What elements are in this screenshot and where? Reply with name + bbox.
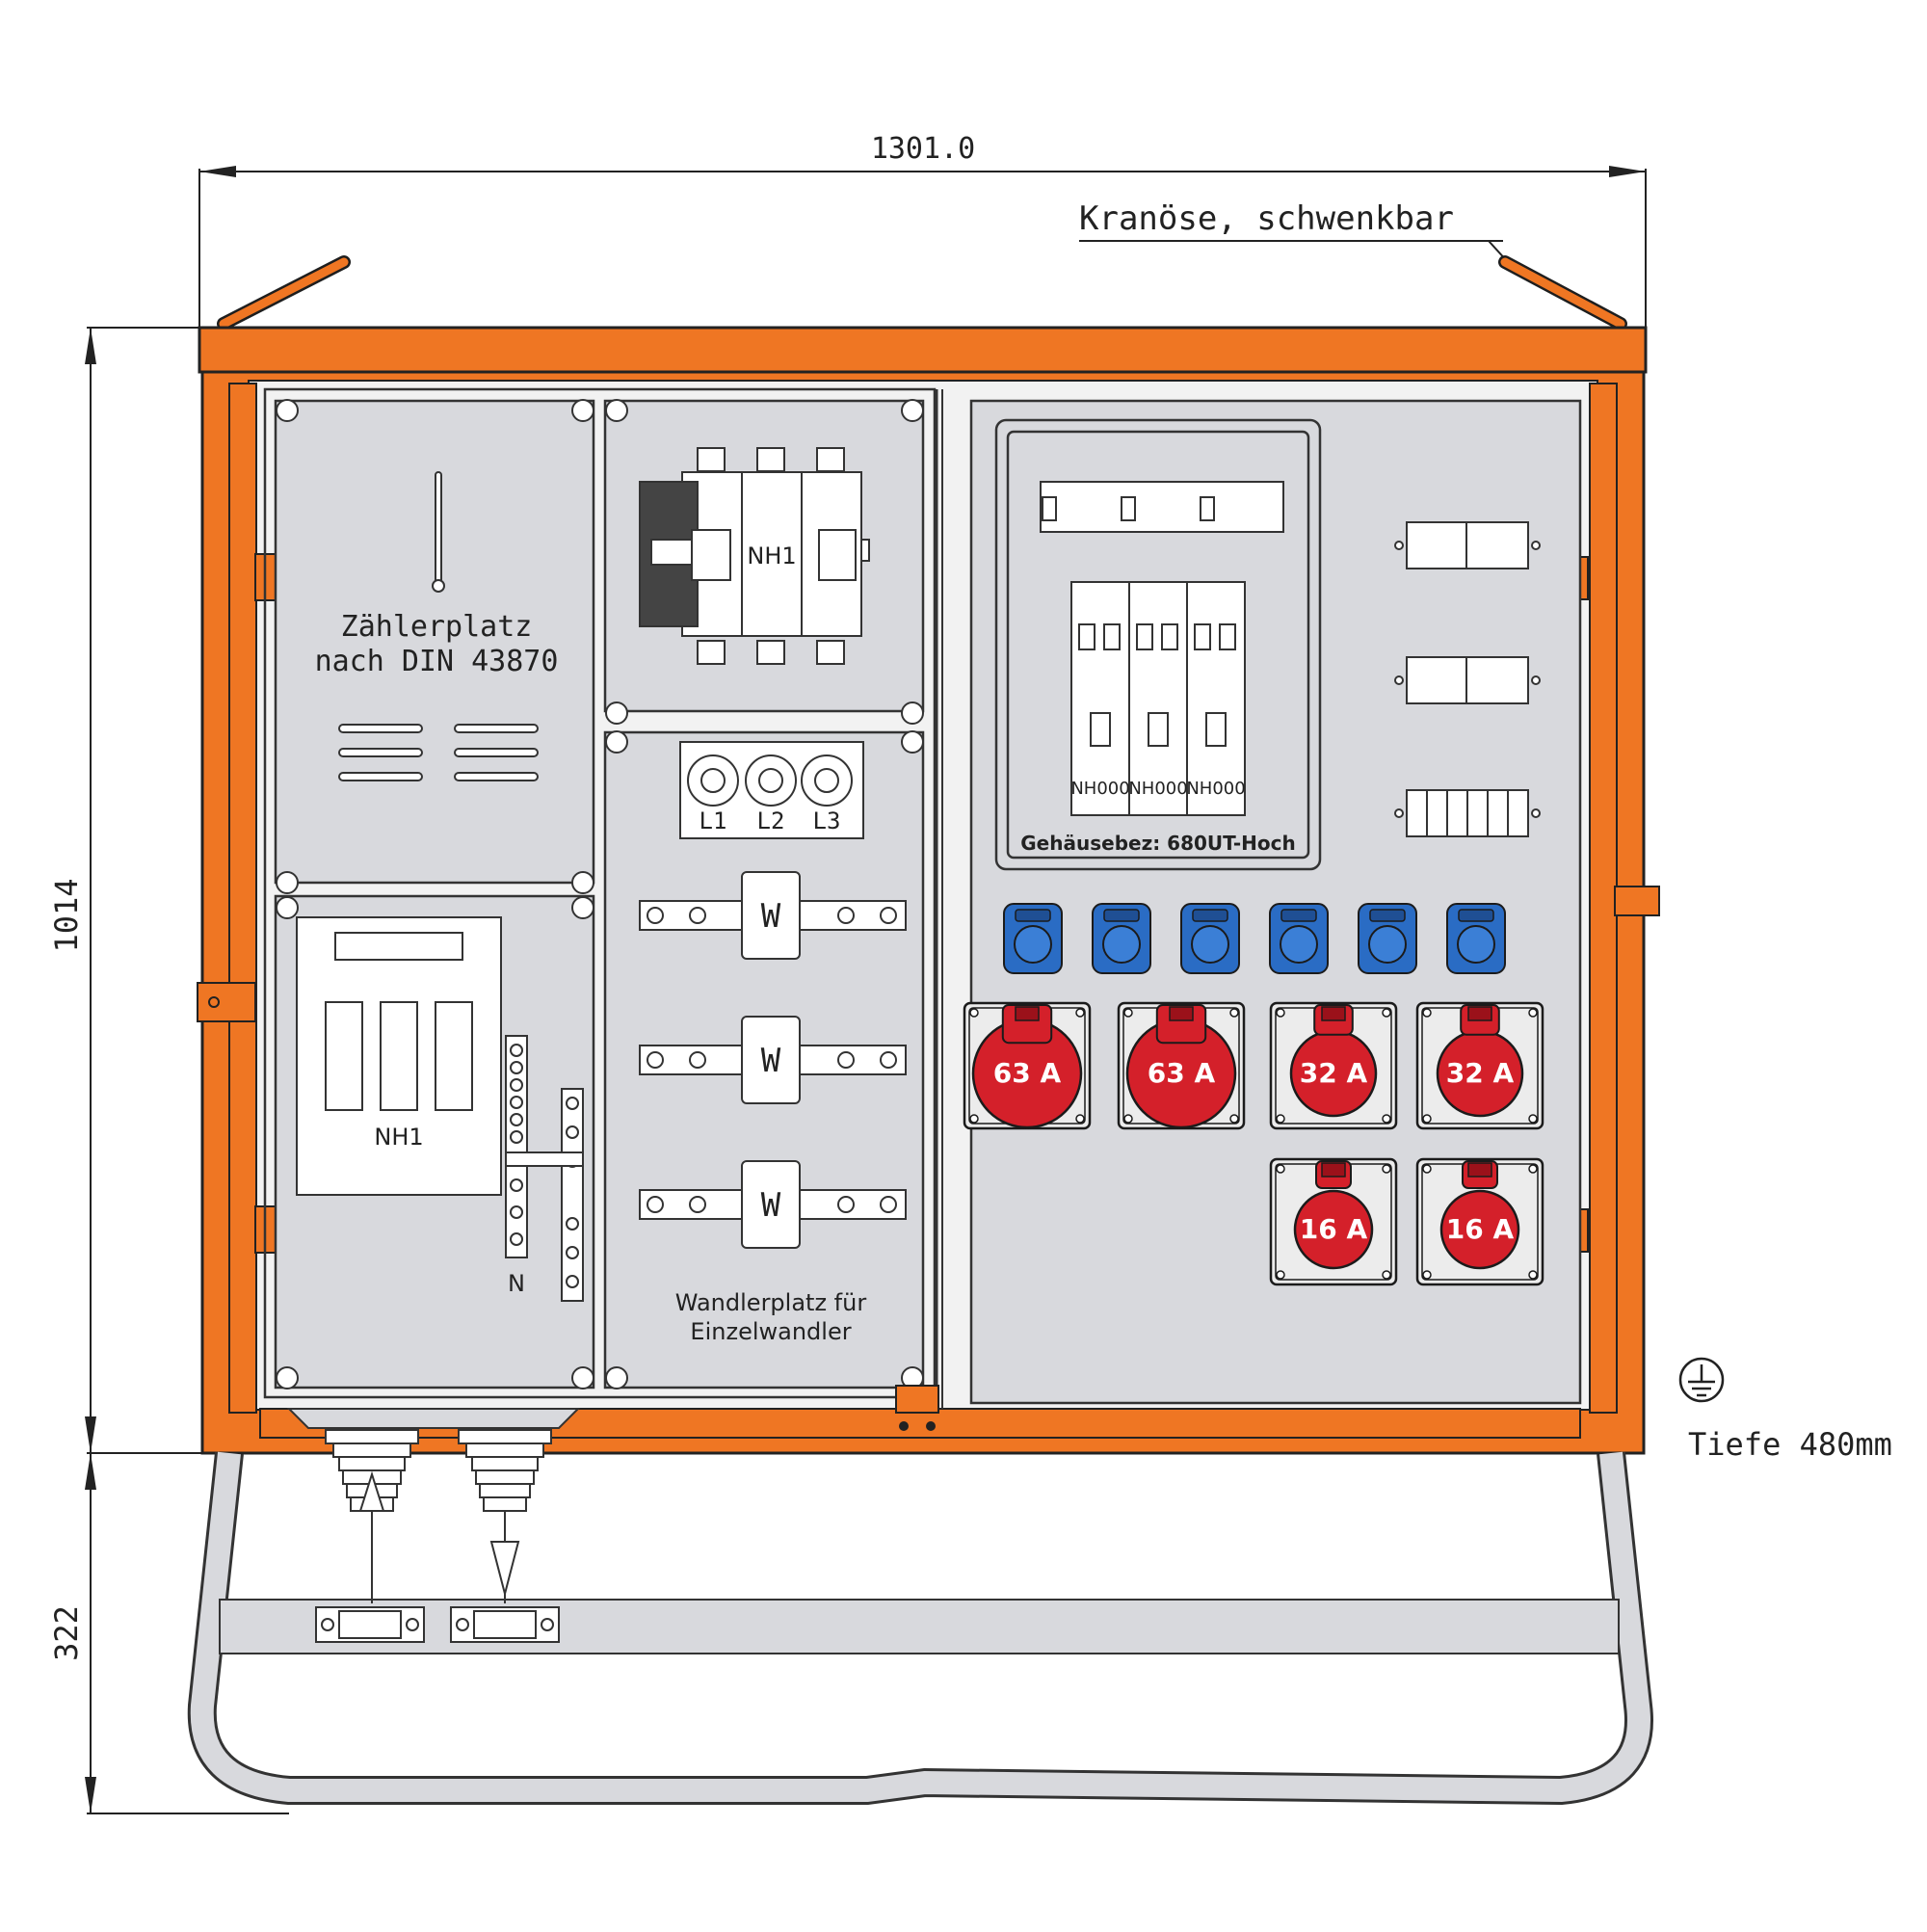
transformer-slot-2 xyxy=(639,1016,907,1104)
nh000-fuse-bases xyxy=(1070,581,1246,816)
hinge-strip-left xyxy=(228,383,257,1414)
cable-gland-2 xyxy=(458,1429,552,1603)
cee-socket-label-6: 16 A xyxy=(1446,1213,1515,1245)
panel-screws-left xyxy=(276,399,924,1389)
dimension-width-label: 1301.0 xyxy=(871,132,975,166)
schuko-socket-2 xyxy=(1092,903,1151,974)
schuko-socket-5 xyxy=(1358,903,1417,974)
breaker-group-2 xyxy=(1394,656,1541,704)
cee-socket-6: 16 A xyxy=(1415,1157,1544,1286)
meter-label-line2: nach DIN 43870 xyxy=(315,645,559,678)
fuse-label-3: NH000 xyxy=(1186,779,1245,799)
rail-breakers xyxy=(1040,481,1284,533)
cee-socket-row-1: 63 A 63 A 32 A 32 A xyxy=(963,1001,1544,1130)
depth-label: Tiefe 480mm xyxy=(1688,1426,1892,1463)
transformer-caption-line1: Wandlerplatz für xyxy=(675,1289,867,1316)
nh1-fuse-block-label: NH1 xyxy=(374,1124,423,1151)
meter-hook-slot xyxy=(435,471,442,584)
schuko-socket-row xyxy=(1003,903,1506,974)
crane-eye-callout: Kranöse, schwenkbar xyxy=(1079,199,1454,238)
housing-label: Gehäusebez: 680UT-Hoch xyxy=(1020,832,1295,855)
transformer-caption-line2: Einzelwandler xyxy=(690,1318,851,1345)
cee-socket-label-3: 32 A xyxy=(1300,1057,1368,1089)
door-lock xyxy=(895,1385,939,1414)
cable-clamps xyxy=(315,1606,560,1643)
transformer-mark-1: W xyxy=(761,897,781,936)
meter-label-line1: Zählerplatz xyxy=(341,610,533,644)
phase-terminal-block xyxy=(679,741,864,839)
neutral-label: N xyxy=(508,1270,525,1297)
schuko-socket-4 xyxy=(1269,903,1329,974)
phase-label-l2: L2 xyxy=(757,807,785,834)
main-switch-label: NH1 xyxy=(747,543,796,569)
dimension-height-stand-label: 322 xyxy=(48,1605,85,1661)
breaker-group-1 xyxy=(1394,521,1541,569)
cee-socket-label-4: 32 A xyxy=(1446,1057,1515,1089)
fuse-label-2: NH000 xyxy=(1128,779,1187,799)
cabinet-roof xyxy=(198,326,1648,374)
breaker-group-3 xyxy=(1394,789,1541,837)
cee-socket-3: 32 A xyxy=(1269,1001,1398,1130)
cee-socket-2: 63 A xyxy=(1117,1001,1246,1130)
dimension-height-body-label: 1014 xyxy=(48,878,85,952)
cee-socket-5: 16 A xyxy=(1269,1157,1398,1286)
transformer-mark-3: W xyxy=(761,1186,781,1225)
latch-left xyxy=(197,982,256,1022)
schuko-socket-1 xyxy=(1003,903,1063,974)
schuko-socket-3 xyxy=(1180,903,1240,974)
cable-gland-1 xyxy=(286,1408,581,1603)
dimension-height-stand xyxy=(85,1453,289,1814)
stand-crossbar xyxy=(219,1599,1620,1654)
cee-socket-1: 63 A xyxy=(963,1001,1092,1130)
phase-label-l1: L1 xyxy=(700,807,727,834)
nh1-fuse-block xyxy=(296,916,502,1196)
fuse-label-1: NH000 xyxy=(1070,779,1129,799)
cee-socket-label-5: 16 A xyxy=(1300,1213,1368,1245)
transformer-slot-3 xyxy=(639,1160,907,1249)
transformer-mark-2: W xyxy=(761,1042,781,1080)
transformer-slot-1 xyxy=(639,871,907,960)
neutral-bar xyxy=(505,1035,584,1302)
phase-label-l3: L3 xyxy=(813,807,841,834)
schuko-socket-6 xyxy=(1446,903,1506,974)
main-switch xyxy=(639,447,870,665)
dimension-width xyxy=(198,166,1647,332)
meter-mounting-slots xyxy=(338,724,539,781)
hinge-strip-right xyxy=(1589,383,1618,1414)
cee-socket-row-2: 16 A 16 A xyxy=(1269,1157,1544,1286)
cee-socket-4: 32 A xyxy=(1415,1001,1544,1130)
cee-socket-label-1: 63 A xyxy=(993,1057,1062,1089)
stand-frame xyxy=(187,1451,1653,1806)
latch-right xyxy=(1614,886,1660,916)
cee-socket-label-2: 63 A xyxy=(1148,1057,1216,1089)
earth-ground-icon xyxy=(1678,1357,1725,1403)
